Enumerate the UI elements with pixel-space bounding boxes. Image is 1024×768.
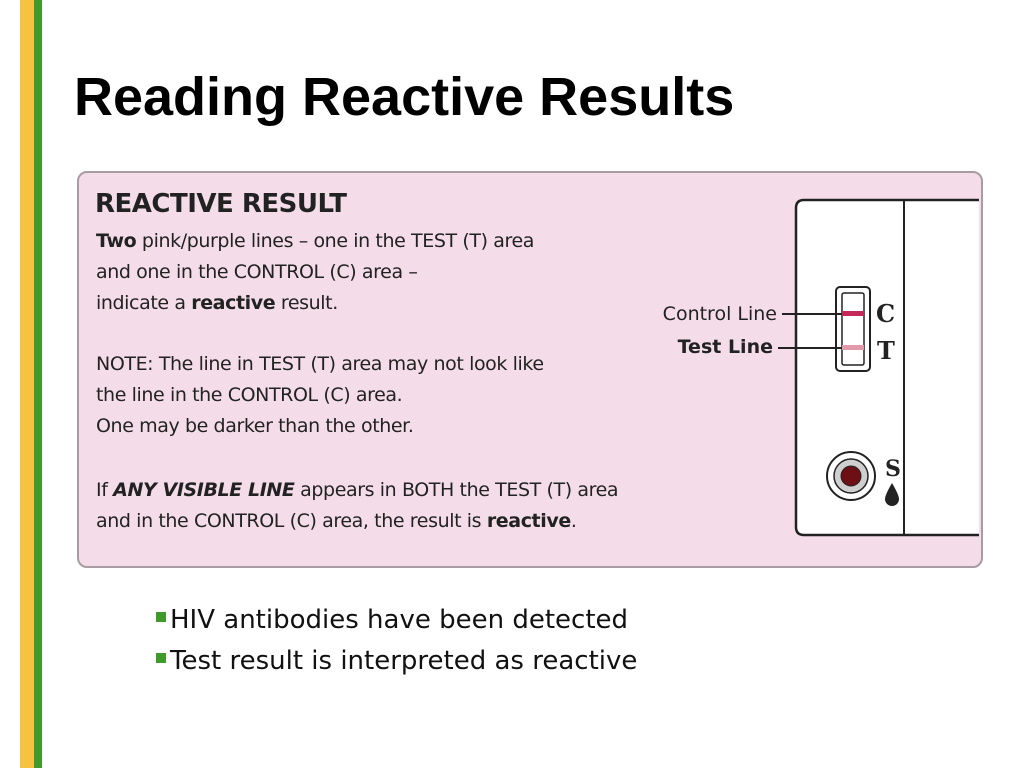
text-span: and in the CONTROL (C) area, the result … (96, 510, 487, 532)
description-paragraph: Two pink/purple lines – one in the TEST … (96, 226, 616, 319)
text-span: the line in the CONTROL (C) area. (96, 384, 403, 406)
test-line-label: Test Line (678, 336, 773, 358)
bold-word: reactive (191, 292, 276, 314)
rule-paragraph: If ANY VISIBLE LINE appears in BOTH the … (96, 475, 656, 537)
sample-well-icon (826, 451, 876, 501)
test-cassette-diagram: C T Control Line Test Line S (663, 198, 979, 537)
test-cassette-icon (794, 198, 979, 537)
text-span: One may be darker than the other. (96, 415, 414, 437)
reactive-result-card: REACTIVE RESULT Two pink/purple lines – … (77, 171, 983, 568)
text-span: If (96, 479, 114, 501)
list-item: Test result is interpreted as reactive (156, 641, 637, 682)
control-line-mark (842, 311, 864, 316)
text-span: and one in the CONTROL (C) area – (96, 261, 418, 283)
bold-word: reactive (486, 510, 571, 532)
bullet-list: HIV antibodies have been detected Test r… (156, 600, 637, 682)
bold-italic-phrase: ANY VISIBLE LINE (113, 479, 295, 501)
accent-stripe-yellow (20, 0, 34, 768)
text-span: NOTE: The line in TEST (T) area may not … (96, 353, 544, 375)
slide-title: Reading Reactive Results (74, 67, 735, 127)
bullet-text: Test result is interpreted as reactive (170, 646, 638, 676)
bold-word: Two (96, 230, 137, 252)
bullet-square-icon (156, 652, 166, 663)
result-window-inner (841, 292, 865, 366)
bullet-square-icon (156, 611, 166, 622)
blood-drop-icon (885, 483, 899, 506)
text-span: pink/purple lines – one in the TEST (T) … (136, 230, 534, 252)
control-line-label: Control Line (663, 303, 777, 325)
list-item: HIV antibodies have been detected (156, 600, 637, 641)
text-span: . (570, 510, 577, 532)
text-span: result. (275, 292, 338, 314)
text-span: appears in BOTH the TEST (T) area (294, 479, 619, 501)
card-heading: REACTIVE RESULT (95, 189, 347, 219)
test-line-mark (842, 345, 864, 350)
accent-stripe-green (34, 0, 42, 768)
note-paragraph: NOTE: The line in TEST (T) area may not … (96, 349, 616, 442)
sample-letter: S (885, 456, 901, 482)
text-span: indicate a (96, 292, 192, 314)
test-letter: T (877, 336, 895, 365)
control-letter: C (876, 299, 895, 328)
bullet-text: HIV antibodies have been detected (170, 605, 629, 635)
